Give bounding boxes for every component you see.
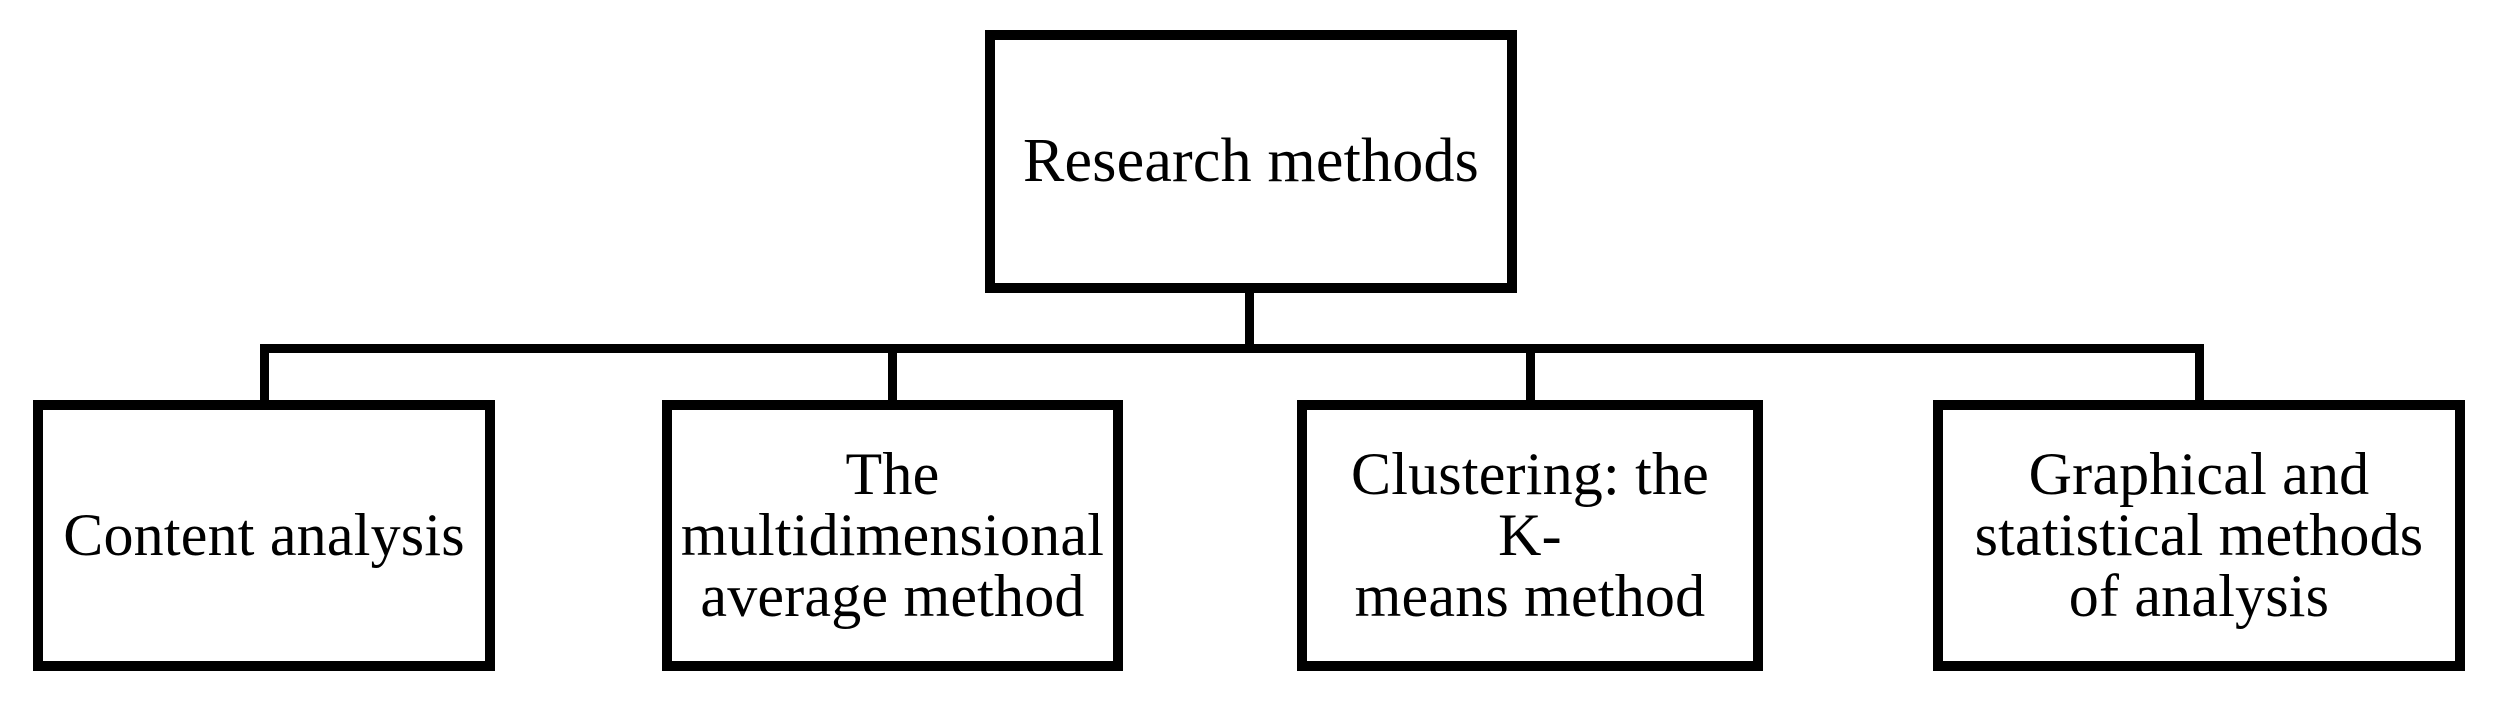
node-graphical-statistical-methods-of-analysis[interactable]: Graphical and statistical methods of ana… [1933, 400, 2465, 671]
node-content-analysis-label: Content analysis [63, 501, 465, 568]
connector-drop-multidimensional-average-method [888, 344, 897, 404]
connector-drop-content-analysis [260, 344, 269, 404]
node-content-analysis[interactable]: Content analysis [33, 400, 495, 671]
node-research-methods[interactable]: Research methods [985, 30, 1517, 293]
connector-drop-clustering-k-means-method [1526, 344, 1535, 404]
node-clustering-k-means-method-label: Clustering: the K- means method [1351, 440, 1709, 630]
node-clustering-k-means-method[interactable]: Clustering: the K- means method [1297, 400, 1763, 671]
node-graphical-statistical-methods-of-analysis-label: Graphical and statistical methods of ana… [1974, 440, 2424, 630]
connector-drop-graphical-statistical-methods [2195, 344, 2204, 404]
node-root-label: Research methods [1023, 126, 1479, 195]
connector-horizontal-bus [264, 344, 2204, 353]
node-multidimensional-average-method[interactable]: The multidimensional average method [662, 400, 1123, 671]
connector-root-stem [1245, 285, 1254, 351]
node-multidimensional-average-method-label: The multidimensional average method [680, 440, 1105, 630]
